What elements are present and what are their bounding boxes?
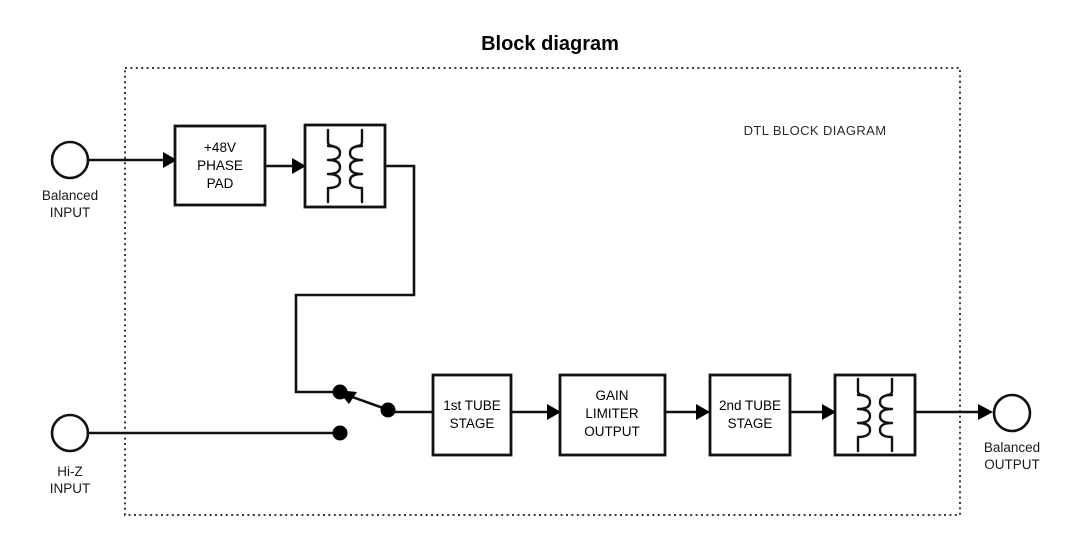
hi-z-input-label-line1: Hi-Z bbox=[57, 464, 83, 479]
switch-blade-arrow-icon bbox=[337, 390, 357, 404]
wire-second-tube-to-output-transformer bbox=[788, 404, 836, 420]
wire-gain-limiter-to-second-tube bbox=[663, 404, 710, 420]
block-output-transformer[interactable] bbox=[833, 373, 917, 457]
enclosure-label: DTL BLOCK DIAGRAM bbox=[744, 123, 887, 138]
block-first-tube-stage[interactable]: 1st TUBE STAGE bbox=[431, 373, 513, 457]
output-transformer-box bbox=[833, 373, 917, 457]
first-tube-stage-box bbox=[431, 373, 513, 457]
second-tube-stage-label-line2: STAGE bbox=[728, 416, 773, 431]
switch-contact-lower[interactable] bbox=[332, 425, 348, 441]
port-balanced-output[interactable]: Balanced OUTPUT bbox=[984, 393, 1040, 472]
second-tube-stage-box bbox=[708, 373, 792, 457]
input-transformer-box bbox=[303, 123, 387, 209]
balanced-input-label-line1: Balanced bbox=[42, 188, 98, 203]
balanced-input-label-line2: INPUT bbox=[50, 205, 91, 220]
connector-circle-icon bbox=[992, 393, 1032, 433]
hi-z-input-label-line2: INPUT bbox=[50, 481, 91, 496]
first-tube-stage-label-line2: STAGE bbox=[450, 416, 495, 431]
arrow-head-icon bbox=[292, 158, 306, 174]
phase-pad-label-line2: PHASE bbox=[197, 158, 243, 173]
enclosure-boundary bbox=[124, 67, 961, 516]
phase-pad-label-line1: +48V bbox=[204, 140, 236, 155]
arrow-head-icon bbox=[822, 404, 836, 420]
gain-limiter-output-box bbox=[558, 373, 667, 457]
port-hi-z-input[interactable]: Hi-Z INPUT bbox=[50, 413, 91, 496]
balanced-output-label-line1: Balanced bbox=[984, 440, 1040, 455]
arrow-head-icon bbox=[163, 152, 177, 168]
wire-input-transformer-to-switch bbox=[294, 164, 416, 394]
block-second-tube-stage[interactable]: 2nd TUBE STAGE bbox=[708, 373, 792, 457]
connector-circle-icon bbox=[50, 140, 90, 180]
arrow-head-icon bbox=[978, 404, 993, 420]
gain-limiter-label-line2: LIMITER bbox=[585, 406, 639, 421]
gain-limiter-label-line1: GAIN bbox=[595, 388, 628, 403]
wire-output-transformer-to-balanced-output bbox=[913, 404, 993, 420]
second-tube-stage-label-line1: 2nd TUBE bbox=[719, 398, 781, 413]
page-title: Block diagram bbox=[481, 33, 619, 55]
switch-common-pole[interactable] bbox=[380, 402, 396, 418]
block-gain-limiter-output[interactable]: GAIN LIMITER OUTPUT bbox=[558, 373, 667, 457]
balanced-output-label-line2: OUTPUT bbox=[984, 457, 1040, 472]
arrow-head-icon bbox=[547, 404, 561, 420]
phase-pad-label-line3: PAD bbox=[207, 176, 234, 191]
port-balanced-input[interactable]: Balanced INPUT bbox=[42, 140, 98, 220]
block-input-transformer[interactable] bbox=[303, 123, 387, 209]
wire-first-tube-to-gain-limiter bbox=[509, 404, 561, 420]
gain-limiter-label-line3: OUTPUT bbox=[584, 424, 640, 439]
connector-circle-icon bbox=[50, 413, 90, 453]
first-tube-stage-label-line1: 1st TUBE bbox=[443, 398, 501, 413]
block-phase-pad[interactable]: +48V PHASE PAD bbox=[173, 124, 267, 207]
wire-balanced-input-to-phase-pad bbox=[86, 152, 177, 168]
input-source-switch[interactable] bbox=[332, 384, 396, 441]
wire-phase-pad-to-input-transformer bbox=[263, 158, 306, 174]
arrow-head-icon bbox=[696, 404, 710, 420]
